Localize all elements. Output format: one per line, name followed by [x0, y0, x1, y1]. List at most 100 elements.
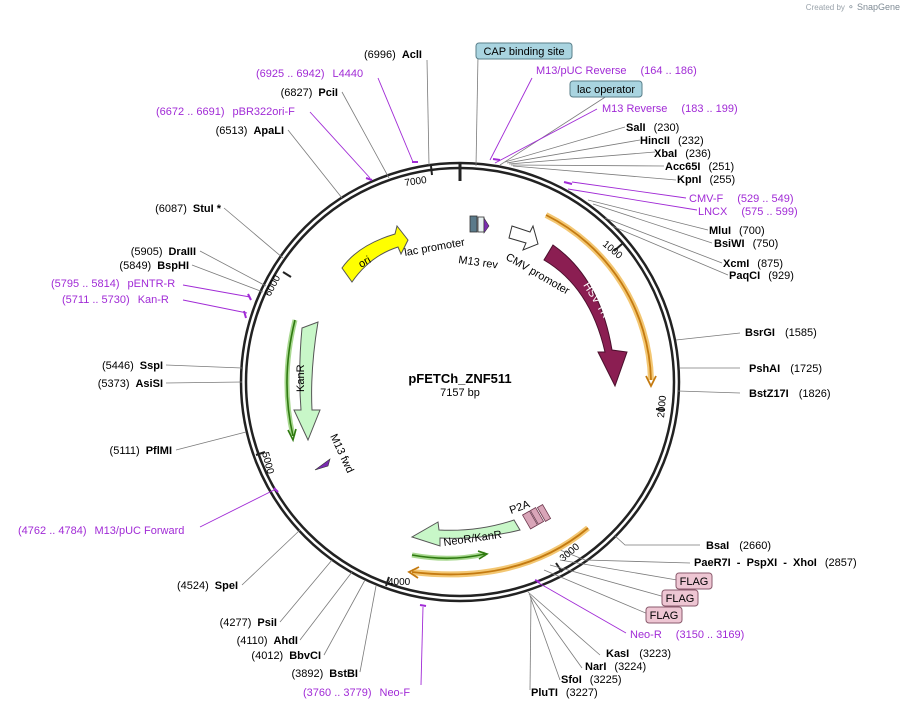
site-bsiwi: BsiWI(750): [714, 238, 778, 250]
lac-operator-label: lac operator: [577, 84, 635, 96]
primer-pentr-r: (5795 .. 5814)pENTR-R: [51, 278, 175, 290]
tick-mark-1000: [613, 243, 623, 252]
leader-sspi: [165, 364, 243, 369]
site-bstbi: (3892)BstBI: [291, 668, 358, 680]
leader-cmvf: [571, 181, 687, 199]
site-pshai: PshAI(1725): [749, 363, 822, 375]
green-orf-left: [286, 319, 296, 437]
site-xcmi: XcmI(875): [723, 258, 783, 270]
tick-label-7000: 7000: [404, 175, 428, 189]
site-sspi: (5446)SspI: [102, 360, 163, 372]
leader-pbr322ori: [309, 111, 371, 179]
flag-label-3: FLAG: [650, 610, 679, 622]
leader-pentr-r: [182, 284, 251, 298]
marker-pbr322ori: [365, 177, 373, 181]
site-spei: (4524)SpeI: [177, 580, 238, 592]
site-bbvci: (4012)BbvCI: [251, 650, 321, 662]
kanr-label: KanR: [295, 364, 307, 392]
leader-flag1: [559, 559, 678, 581]
primer-neo-f: (3760 .. 3779)Neo-F: [303, 687, 410, 699]
leader-flag2: [549, 564, 666, 598]
leader-pflmi: [175, 431, 247, 451]
site-paqci: PaqCI(929): [729, 270, 794, 282]
flag-label-1: FLAG: [680, 576, 709, 588]
leader-bsai: [613, 534, 700, 546]
leader-lacop: [499, 93, 611, 166]
boxed-labels: CAP binding site lac operator FLAG FLAG …: [475, 42, 713, 624]
site-bstz17i: BstZ17I(1826): [749, 388, 831, 400]
site-sali: SalI(230): [626, 122, 679, 134]
leader-mlui: [587, 199, 709, 231]
leader-kpni: [512, 165, 677, 181]
leader-m13puc-rev: [489, 77, 533, 161]
leader-lncx: [567, 188, 698, 211]
orange-orf-right-head: [645, 375, 657, 389]
lac-promoter-label: lac promoter: [403, 236, 466, 258]
green-orf-left-head: [287, 428, 297, 443]
leader-bstz17i: [677, 390, 741, 394]
site-kpni: KpnI(255): [677, 174, 735, 186]
site-sfoi: SfoI(3225): [561, 674, 622, 686]
leader-bsiwi: [592, 203, 713, 244]
cap-box: [475, 42, 573, 60]
leader-paqci: [611, 225, 729, 276]
leader-bsphi: [191, 264, 264, 293]
primer-m13puc-forward: (4762 .. 4784)M13/pUC Forward: [18, 525, 184, 537]
leader-hincii: [506, 139, 641, 164]
leader-flag3: [543, 569, 649, 615]
primer-pbr322ori-f: (6672 .. 6691)pBR322ori-F: [156, 106, 295, 118]
site-psii: (4277)PsiI: [220, 617, 277, 629]
marker-cmvf: [563, 181, 573, 185]
m13-fwd-arrow: [314, 458, 331, 471]
site-hincii: HincII(232): [640, 135, 704, 147]
site-ahdi: (4110)AhdI: [237, 635, 298, 647]
site-acc65i: Acc65I(251): [665, 161, 734, 173]
marker-kan-r: [243, 310, 247, 319]
site-bsai: BsaI(2660): [706, 540, 771, 552]
m13-rev-arrow: [483, 216, 490, 234]
plasmid-length: 7157 bp: [440, 387, 480, 399]
leader-pcii: [341, 91, 390, 179]
marker-neo-r: [534, 579, 541, 583]
leader-pluti: [529, 597, 532, 691]
flag-box-3: [645, 606, 683, 624]
orange-orf-bottom: [411, 527, 589, 576]
lac-promoter-block: [469, 215, 478, 233]
right-site-labels: SalI(230) HincII(232) XbaI(236) Acc65I(2…: [531, 122, 857, 699]
flag-box-2: [661, 589, 699, 607]
leader-neo-f: [420, 606, 424, 686]
leader-kasi: [527, 591, 601, 656]
lac-operator-box: [569, 80, 643, 98]
leader-asisi: [165, 381, 243, 384]
primer-kan-r: (5711 .. 5730)Kan-R: [62, 294, 169, 306]
leader-paer7i: [559, 549, 691, 564]
site-bsphi: (5849)BspHI: [119, 260, 189, 272]
site-leader-lines: [165, 55, 741, 691]
snapgene-logo: ⚬: [847, 2, 855, 12]
leader-m13puc-fwd: [199, 488, 277, 528]
site-draiii: (5905)DraIII: [131, 246, 196, 258]
primer-leader-lines: [182, 77, 698, 686]
ori-label: ori: [357, 254, 374, 271]
orange-orf-bottom-head: [407, 566, 420, 579]
snapgene-credit: Created by ⚬ SnapGene: [806, 2, 900, 13]
green-orf-bottom: [411, 553, 486, 560]
leader-kan-r: [182, 299, 248, 314]
credit-prefix: Created by: [805, 3, 845, 12]
cap-label: CAP binding site: [483, 46, 564, 58]
tick-mark-4000: [385, 576, 390, 587]
marker-m13puc-fwd: [273, 487, 279, 493]
primer-neo-r: Neo-R(3150 .. 3169): [630, 629, 744, 641]
leader-xbai: [508, 151, 656, 165]
site-mlui: MluI(700): [709, 225, 765, 237]
m13-fwd-label: M13 fwd: [327, 432, 355, 475]
site-stui: (6087)StuI *: [155, 203, 222, 215]
leader-acc65i: [510, 164, 665, 167]
tick-mark-7000: [430, 165, 433, 176]
site-pcii: (6827)PciI: [281, 87, 338, 99]
m13-rev-label: M13 rev: [458, 254, 500, 271]
primer-m13puc-reverse: M13/pUC Reverse(164 .. 186): [536, 65, 697, 77]
site-pflmi: (5111)PflMI: [110, 445, 172, 457]
leader-cap: [475, 55, 479, 167]
